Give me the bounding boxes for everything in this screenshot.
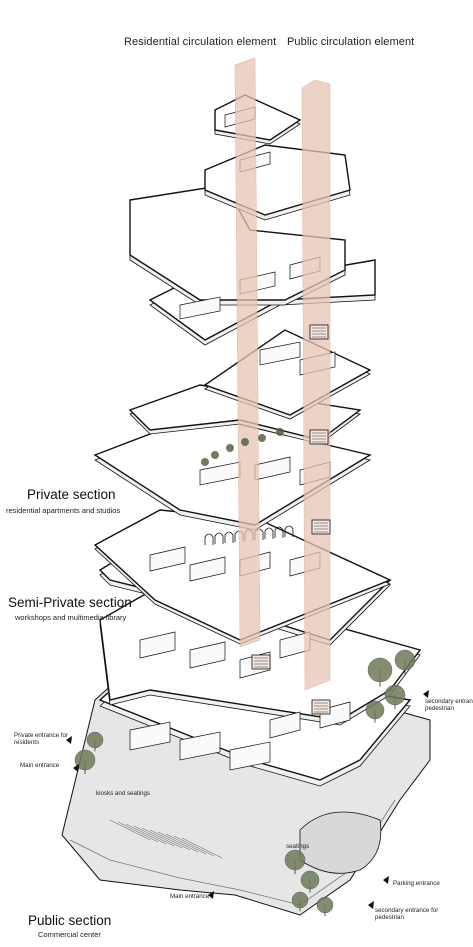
residential-circulation-label: Residential circulation element	[124, 36, 277, 48]
ground-stripe	[173, 835, 215, 857]
kiosks-label: kiosks and seatings	[96, 790, 150, 797]
secondary-entrance-right-label: secondary entrance for pedestrian	[425, 698, 473, 712]
tree-canopy	[284, 849, 306, 871]
ground-stripe	[165, 833, 207, 855]
shrub	[226, 444, 234, 452]
stair-box	[309, 324, 329, 340]
partition-wall	[179, 296, 221, 320]
tree-canopy	[291, 891, 309, 909]
arch	[264, 527, 274, 539]
trees	[74, 649, 416, 917]
main-entrance-bottom-label: Main entrance	[170, 893, 210, 900]
arch	[204, 533, 214, 545]
private-section-title: Private section	[27, 487, 116, 502]
garden-vegetation	[201, 428, 284, 466]
ground-stripe	[109, 819, 151, 841]
shrub	[201, 458, 209, 466]
stair-box	[311, 519, 331, 535]
stair-box	[251, 654, 271, 670]
shrub	[211, 451, 219, 459]
secondary-entrance-right-arrow	[423, 690, 429, 698]
shrub	[258, 434, 266, 442]
semi-private-section-subtitle: workshops and multimedia library	[15, 613, 127, 622]
stair-box	[309, 429, 329, 445]
ground-stripe	[125, 823, 167, 845]
parking-entrance-arrow	[383, 876, 389, 884]
tree-canopy	[394, 649, 416, 671]
ground-stripe	[133, 825, 175, 847]
tree-canopy	[86, 731, 104, 749]
public-circulation-tower	[301, 79, 331, 691]
tree-canopy	[365, 700, 385, 720]
stair-core	[251, 654, 271, 670]
stair-core	[309, 324, 329, 340]
public-section-subtitle: Commercial center	[38, 930, 101, 939]
ground-stripe	[149, 829, 191, 851]
ground-stripe	[117, 821, 159, 843]
arch	[224, 531, 234, 543]
partition-wall	[149, 546, 186, 572]
plaza-curve	[299, 811, 382, 874]
partition-wall	[179, 731, 221, 761]
tree-canopy	[316, 896, 334, 914]
seatings-label: seatings	[286, 843, 310, 850]
stair-box	[311, 699, 331, 715]
stair-core	[311, 519, 331, 535]
semi-private-section-title: Semi-Private section	[8, 595, 132, 610]
main-entrance-left-label: Main entrance	[20, 762, 60, 769]
arch	[214, 532, 224, 544]
ground-stripe	[181, 837, 223, 859]
shrub	[276, 428, 284, 436]
stair-core	[309, 429, 329, 445]
arch	[274, 526, 284, 538]
parking-entrance-label: Parking entrance	[393, 880, 440, 887]
private-section-subtitle: residential apartments and studios	[6, 506, 121, 515]
private-entrance-arrow	[66, 736, 72, 744]
circulation-towers	[234, 57, 331, 691]
ground-stripe	[141, 827, 183, 849]
residential-tower-top	[234, 57, 256, 66]
partition-wall	[189, 556, 226, 582]
public-section-title: Public section	[28, 913, 112, 928]
tree-canopy	[367, 657, 393, 683]
shrub	[241, 438, 249, 446]
partition-wall	[189, 641, 226, 669]
secondary-entrance-bottom-arrow	[368, 901, 374, 909]
public-circulation-label: Public circulation element	[287, 36, 415, 48]
partition-wall	[269, 711, 301, 739]
tree-canopy	[74, 749, 96, 771]
partition-wall	[129, 721, 171, 751]
ground-stripe	[157, 831, 199, 853]
stair-core	[311, 699, 331, 715]
partition-wall	[229, 741, 271, 771]
arch	[284, 525, 294, 537]
tree-canopy	[300, 870, 320, 890]
partition-wall	[259, 341, 301, 366]
partition-wall	[139, 631, 176, 659]
main-entrance-bottom-arrow	[208, 891, 214, 899]
tree-canopy	[384, 684, 406, 706]
secondary-entrance-bottom-label: secondary entrance for pedestrian	[375, 907, 439, 921]
main-entrance-arrow	[73, 764, 79, 772]
private-entrance-label: Private entrance for residents	[14, 732, 68, 746]
